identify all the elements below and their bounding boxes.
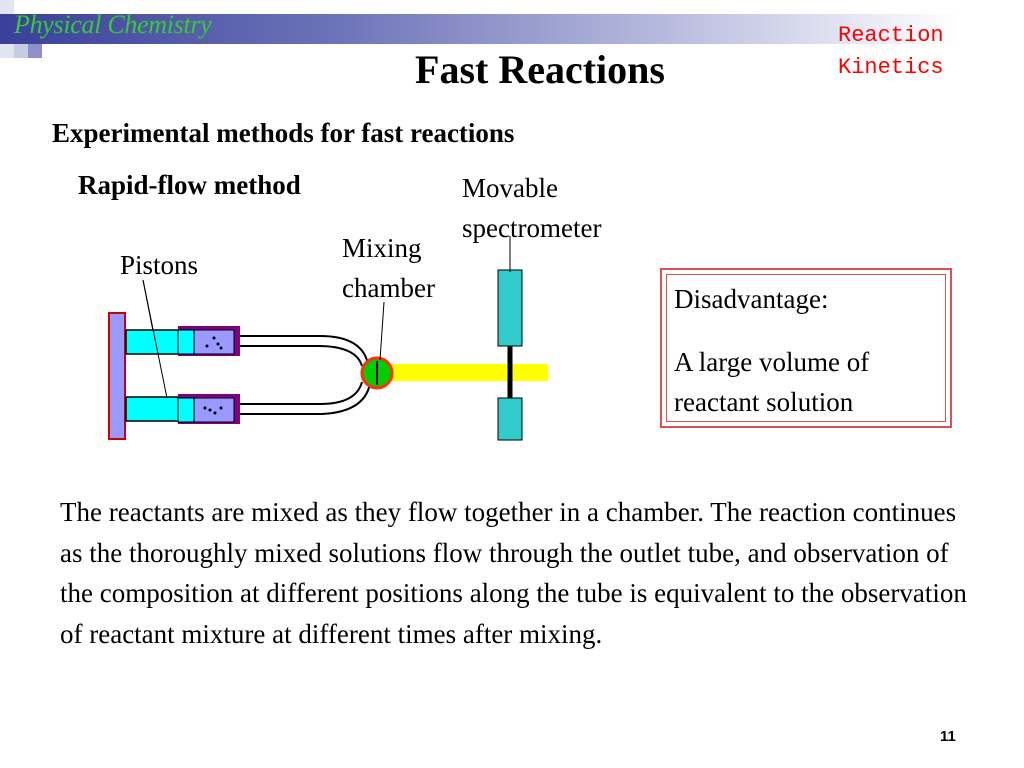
description-paragraph: The reactants are mixed as they flow tog… <box>60 497 967 649</box>
method-heading: Rapid-flow method <box>78 170 301 200</box>
disadvantage-box-inner-border <box>666 274 946 422</box>
upper-feed-tube <box>240 345 363 367</box>
disadvantage-box: Disadvantage: A large volume of reactant… <box>660 268 952 428</box>
spectrometer-lower <box>497 397 523 441</box>
upper-feed-tube <box>240 335 369 365</box>
lower-syringe <box>177 394 240 424</box>
slide-subtitle: Experimental methods for fast reactions <box>52 118 515 148</box>
outlet-tube <box>382 364 548 381</box>
spectrometer-upper <box>497 269 523 347</box>
mixing-chamber-pointer <box>379 301 385 361</box>
header-bar <box>0 14 960 44</box>
lower-feed-tube <box>240 383 371 415</box>
pistons-label: Pistons <box>120 250 199 280</box>
corner-decoration <box>0 44 14 58</box>
pistons-pointer <box>142 279 168 399</box>
course-title: Physical Chemistry <box>14 10 212 39</box>
disadvantage-title: Disadvantage: <box>674 284 829 314</box>
spectrometer-label: Movable spectrometer <box>462 173 602 243</box>
mixing-chamber-label: Mixing chamber <box>342 233 435 303</box>
slide-title: Fast Reactions <box>415 47 665 92</box>
corner-decoration <box>14 44 28 58</box>
piston-backing-plate <box>108 312 126 440</box>
lower-feed-tube <box>240 381 363 405</box>
upper-syringe <box>177 326 240 356</box>
corner-decoration <box>0 0 14 14</box>
corner-decoration <box>28 44 42 58</box>
disadvantage-text: A large volume of reactant solution <box>674 347 870 417</box>
page-number: 11 <box>940 728 956 745</box>
topic-label: Reaction Kinetics <box>838 23 944 80</box>
